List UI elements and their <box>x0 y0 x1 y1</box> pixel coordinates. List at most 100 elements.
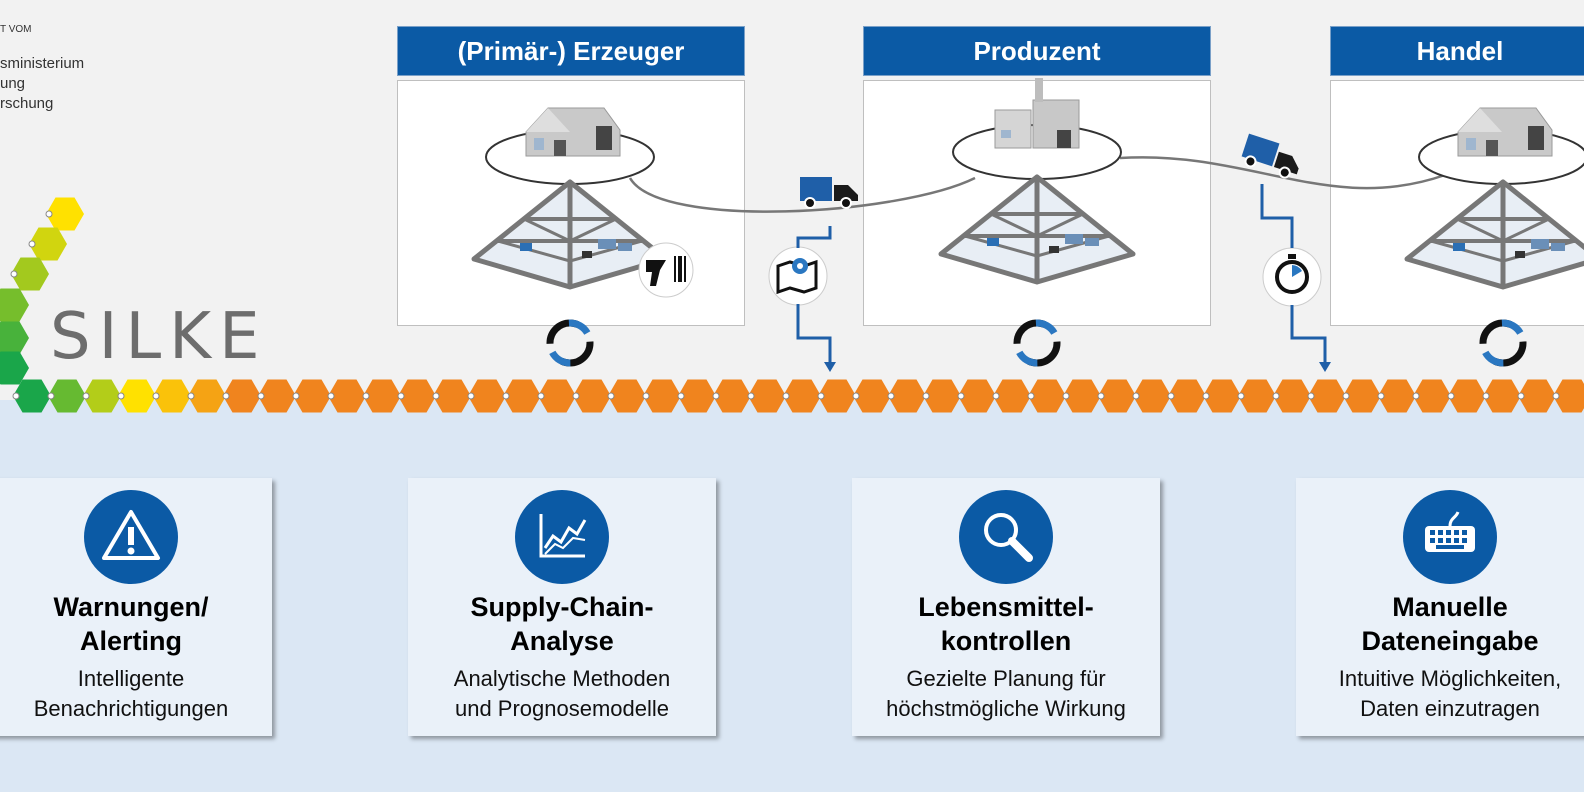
flow-path-2 <box>1119 156 1446 190</box>
barcode-scanner-icon <box>638 242 694 298</box>
feature-title: Lebensmittel-kontrollen <box>918 592 1094 656</box>
hexagon-joint <box>12 392 20 400</box>
hexagon-joint <box>922 392 930 400</box>
hexagon-joint <box>1167 392 1175 400</box>
hexagon-joint <box>467 392 475 400</box>
hexagon-cell <box>1203 379 1241 413</box>
hexagon-cell <box>1553 379 1584 413</box>
hexagon-joint <box>1132 392 1140 400</box>
hexagon-joint <box>712 392 720 400</box>
hexagon-joint <box>782 392 790 400</box>
hexagon-cell <box>573 379 611 413</box>
hexagon-cell <box>503 379 541 413</box>
hexagon-cell <box>888 379 926 413</box>
hexagon-joint <box>992 392 1000 400</box>
feature-card-kontrollen: Lebensmittel-kontrollen Gezielte Planung… <box>852 478 1160 736</box>
hexagon-cell <box>153 379 191 413</box>
hexagon-cell <box>783 379 821 413</box>
hexagon-joint <box>1482 392 1490 400</box>
hexagon-cell <box>1098 379 1136 413</box>
hexagon-joint <box>117 392 125 400</box>
hexagon-joint <box>45 210 53 218</box>
feature-description: Intuitive Möglichkeiten,Daten einzutrage… <box>1338 666 1562 721</box>
sponsor-line-2: ung <box>0 75 26 92</box>
barn-icon-2 <box>1457 107 1553 157</box>
hexagon-cell <box>1063 379 1101 413</box>
hexagon-joint <box>327 392 335 400</box>
hexagon-cell <box>1028 379 1066 413</box>
hexagon-joint <box>1202 392 1210 400</box>
hexagon-joint <box>1552 392 1560 400</box>
stopwatch-icon <box>1262 247 1322 307</box>
hexagon-joint <box>887 392 895 400</box>
feature-card-analyse: Supply-Chain-Analyse Analytische Methode… <box>408 478 716 736</box>
process-area-background <box>0 0 1584 400</box>
arrow-connector-1b <box>796 304 832 366</box>
truck-icon-1 <box>799 176 859 209</box>
hexagon-joint <box>10 270 18 278</box>
hexagon-cell <box>958 379 996 413</box>
hexagon-cell <box>643 379 681 413</box>
arrowhead-1 <box>824 362 836 372</box>
hexagon-cell <box>818 379 856 413</box>
hexagon-joint <box>957 392 965 400</box>
map-pin-icon <box>768 246 828 306</box>
hexagon-cell <box>468 379 506 413</box>
hexagon-joint <box>82 392 90 400</box>
hexagon-cell <box>188 379 226 413</box>
arrowhead-2 <box>1319 362 1331 372</box>
hexagon-cell <box>1168 379 1206 413</box>
hexagon-cell <box>0 321 29 355</box>
hexagon-joint <box>1237 392 1245 400</box>
hexagon-joint <box>677 392 685 400</box>
hexagon-joint <box>362 392 370 400</box>
hexagon-cell <box>1238 379 1276 413</box>
sponsor-text: T VOM sministerium ung rschung <box>0 20 84 114</box>
sponsor-label: T VOM <box>0 24 32 35</box>
hexagon-cell <box>993 379 1031 413</box>
hexagon-joint <box>607 392 615 400</box>
hexagon-cell <box>433 379 471 413</box>
hexagon-joint <box>502 392 510 400</box>
hexagon-joint <box>187 392 195 400</box>
sponsor-line-3: rschung <box>0 95 54 112</box>
hexagon-cell <box>678 379 716 413</box>
hexagon-joint <box>1307 392 1315 400</box>
hexagon-cell <box>118 379 156 413</box>
hexagon-joint <box>852 392 860 400</box>
hexagon-joint <box>1272 392 1280 400</box>
hexagon-joint <box>537 392 545 400</box>
hexagon-cell <box>748 379 786 413</box>
hexagon-cell <box>1378 379 1416 413</box>
hexagon-cell <box>1133 379 1171 413</box>
keyboard-icon <box>1403 490 1497 584</box>
arrow-connector-1a <box>796 226 832 248</box>
hexagon-cell <box>1448 379 1486 413</box>
hexagon-cell <box>853 379 891 413</box>
stage-header-produzent: Produzent <box>863 26 1211 76</box>
stage-header-handel: Handel <box>1330 26 1584 76</box>
feature-title: Supply-Chain-Analyse <box>470 592 654 656</box>
hexagon-joint <box>817 392 825 400</box>
hexagon-cell <box>293 379 331 413</box>
hexagon-cell <box>1308 379 1346 413</box>
hexagon-cell <box>83 379 121 413</box>
hexagon-cell <box>223 379 261 413</box>
tower-produzent <box>941 125 1133 282</box>
hexagon-cell <box>0 351 29 385</box>
hexagon-joint <box>642 392 650 400</box>
hexagon-joint <box>1412 392 1420 400</box>
warning-icon <box>84 490 178 584</box>
hexagon-joint <box>1342 392 1350 400</box>
hexagon-chain <box>12 379 1584 413</box>
hexagon-cell <box>363 379 401 413</box>
hexagon-joint <box>152 392 160 400</box>
sync-icon-3 <box>1483 323 1523 363</box>
